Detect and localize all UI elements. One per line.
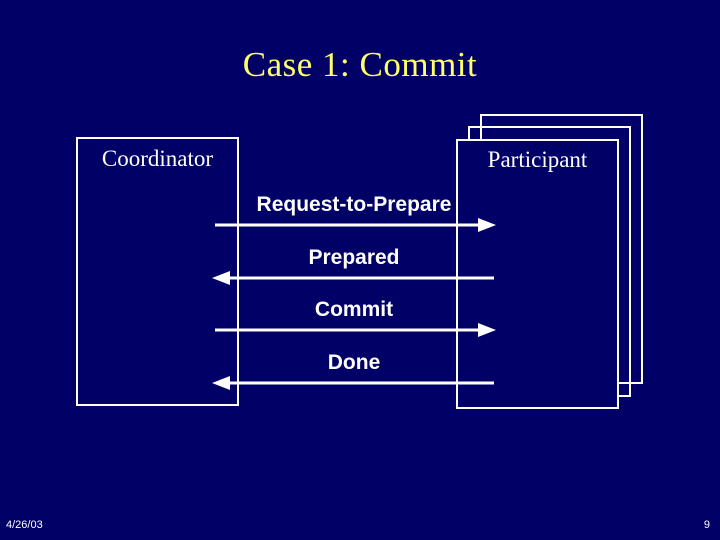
coordinator-box: [76, 137, 239, 406]
message-commit: Commit: [206, 297, 502, 345]
participant-box: [456, 139, 619, 409]
message-label: Request-to-Prepare: [256, 193, 452, 216]
message-request-to-prepare: Request-to-Prepare: [206, 192, 502, 240]
message-label: Done: [327, 351, 381, 374]
arrow-left-icon: [212, 271, 494, 285]
slide-date: 4/26/03: [6, 519, 43, 531]
arrow-right-icon: [215, 218, 496, 232]
slide-page-number: 9: [703, 519, 710, 531]
arrow-left-icon: [212, 376, 494, 390]
coordinator-label: Coordinator: [101, 146, 214, 171]
arrow-right-icon: [215, 323, 496, 337]
message-label: Prepared: [308, 246, 400, 269]
message-label: Commit: [314, 298, 394, 321]
message-prepared: Prepared: [206, 245, 502, 293]
message-done: Done: [206, 350, 502, 398]
participant-label: Participant: [487, 147, 588, 172]
page-title: Case 1: Commit: [242, 45, 478, 84]
